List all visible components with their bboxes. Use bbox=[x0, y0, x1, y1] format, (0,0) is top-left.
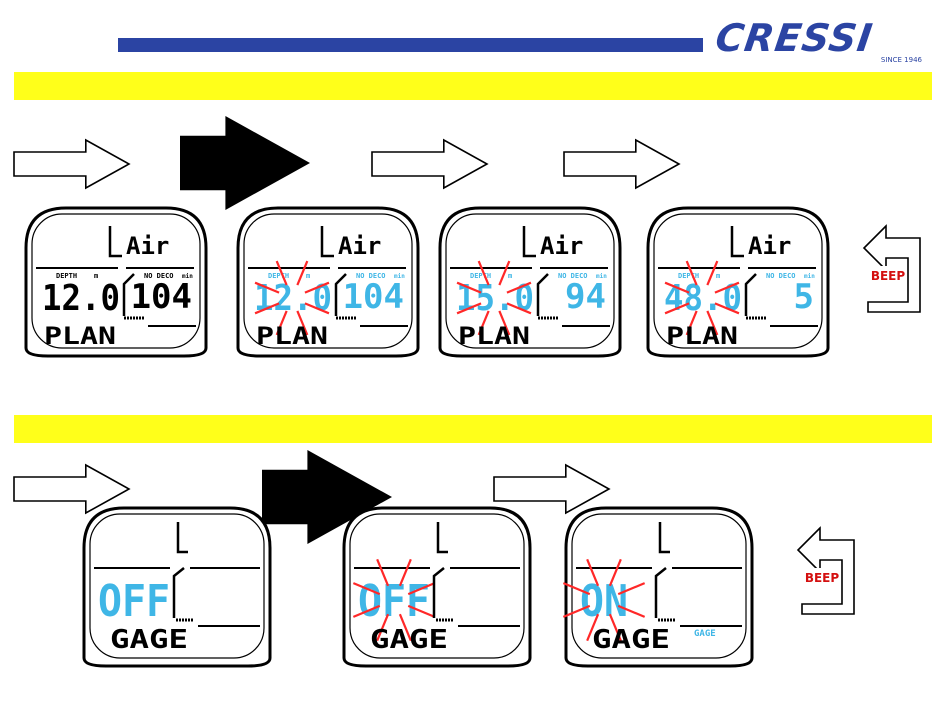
gage-value: ON bbox=[580, 576, 628, 627]
mode-label: GAGE bbox=[110, 625, 188, 655]
gage-sub-label: GAGE bbox=[694, 629, 716, 639]
depth-value: 12.0 bbox=[254, 278, 332, 319]
mode-label: PLAN bbox=[44, 322, 116, 350]
ndl-value: 104 bbox=[343, 277, 404, 317]
plan-return-arrow: BEEP bbox=[864, 226, 920, 312]
plan-arrow-4 bbox=[564, 140, 679, 188]
ndl-value: 104 bbox=[131, 277, 192, 317]
gas-label: Air bbox=[126, 232, 169, 260]
ndl-value: 94 bbox=[565, 277, 606, 317]
mode-label: PLAN bbox=[666, 322, 738, 350]
gage-value: OFF bbox=[358, 576, 430, 627]
ndl-value: 5 bbox=[794, 277, 814, 317]
mode-label: GAGE bbox=[370, 625, 448, 655]
plan-arrow-3 bbox=[372, 140, 487, 188]
mode-label: PLAN bbox=[256, 322, 328, 350]
mode-label: PLAN bbox=[458, 322, 530, 350]
gage-value: OFF bbox=[98, 576, 170, 627]
depth-value: 48.0 bbox=[664, 278, 742, 319]
depth-value: 12.0 bbox=[42, 278, 120, 319]
plan-arrow-1 bbox=[14, 140, 129, 188]
gage-arrow-1 bbox=[14, 465, 129, 513]
depth-value: 15.0 bbox=[456, 278, 534, 319]
gas-label: Air bbox=[540, 232, 583, 260]
gas-label: Air bbox=[338, 232, 381, 260]
gas-label: Air bbox=[748, 232, 791, 260]
beep-label: BEEP bbox=[871, 269, 906, 283]
mode-label: GAGE bbox=[592, 625, 670, 655]
gage-return-arrow: BEEP bbox=[798, 528, 854, 614]
plan-arrow-2 bbox=[180, 116, 310, 210]
beep-label: BEEP bbox=[805, 571, 840, 585]
gage-arrow-3 bbox=[494, 465, 609, 513]
ndl-label: NO DECO bbox=[766, 272, 796, 280]
